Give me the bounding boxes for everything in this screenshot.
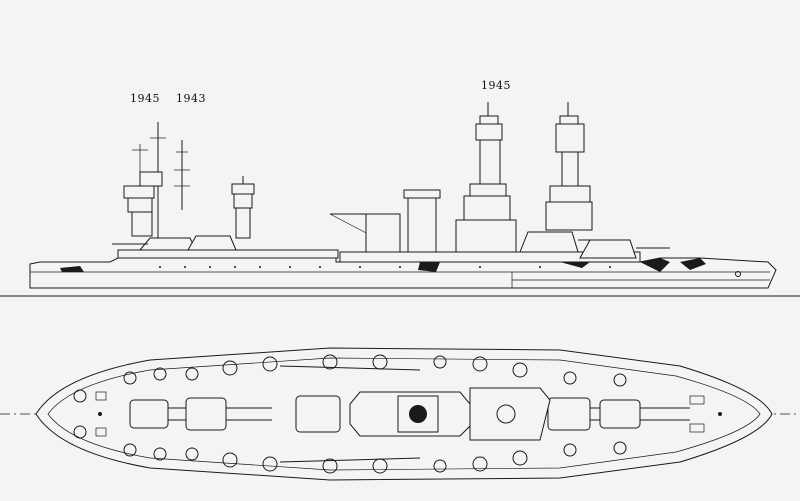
aft-turret (138, 237, 197, 251)
plan-turret-mid (295, 395, 341, 433)
funnel (407, 195, 437, 253)
plan-turret-aft-y (185, 397, 272, 431)
camo-patch (418, 262, 440, 272)
camo-patch (640, 258, 670, 272)
forward-tower-mast (455, 102, 517, 253)
mast-variant-label-1945-fore: 1945 (130, 92, 160, 105)
mast-variant-label-1945-main: 1945 (481, 79, 511, 92)
camo-patch (60, 266, 84, 272)
plan-boom-stbd (279, 457, 421, 463)
forward-turret-a (579, 239, 637, 259)
second-forward-mast (545, 102, 593, 231)
plan-aa-mounts-stbd (73, 425, 627, 474)
plan-deck-edge (47, 357, 761, 471)
plan-aa-mounts-port (73, 354, 627, 403)
aft-mast-1943 (174, 140, 190, 210)
deckhouse (365, 213, 401, 253)
aft-mast-1945 (123, 122, 166, 238)
plan-turret-fwd-a (599, 399, 690, 429)
forward-turret-b (519, 231, 579, 253)
portholes (159, 266, 611, 268)
plan-funnel-uptake-icon (409, 405, 427, 423)
aft-turret-2 (187, 235, 237, 251)
camo-patch (680, 258, 706, 270)
hawse-pipe-icon (735, 271, 741, 277)
mid-director-tower (231, 176, 255, 239)
plan-deck-fittings (95, 391, 722, 437)
plan-bridge (469, 387, 551, 441)
funnel-cap (403, 189, 441, 199)
plan-director-icon (496, 404, 516, 424)
mast-variant-label-1943-fore: 1943 (176, 92, 206, 105)
camo-patch (560, 262, 590, 268)
plan-turret-fwd-b (547, 397, 640, 431)
plan-boom-port (279, 365, 421, 371)
